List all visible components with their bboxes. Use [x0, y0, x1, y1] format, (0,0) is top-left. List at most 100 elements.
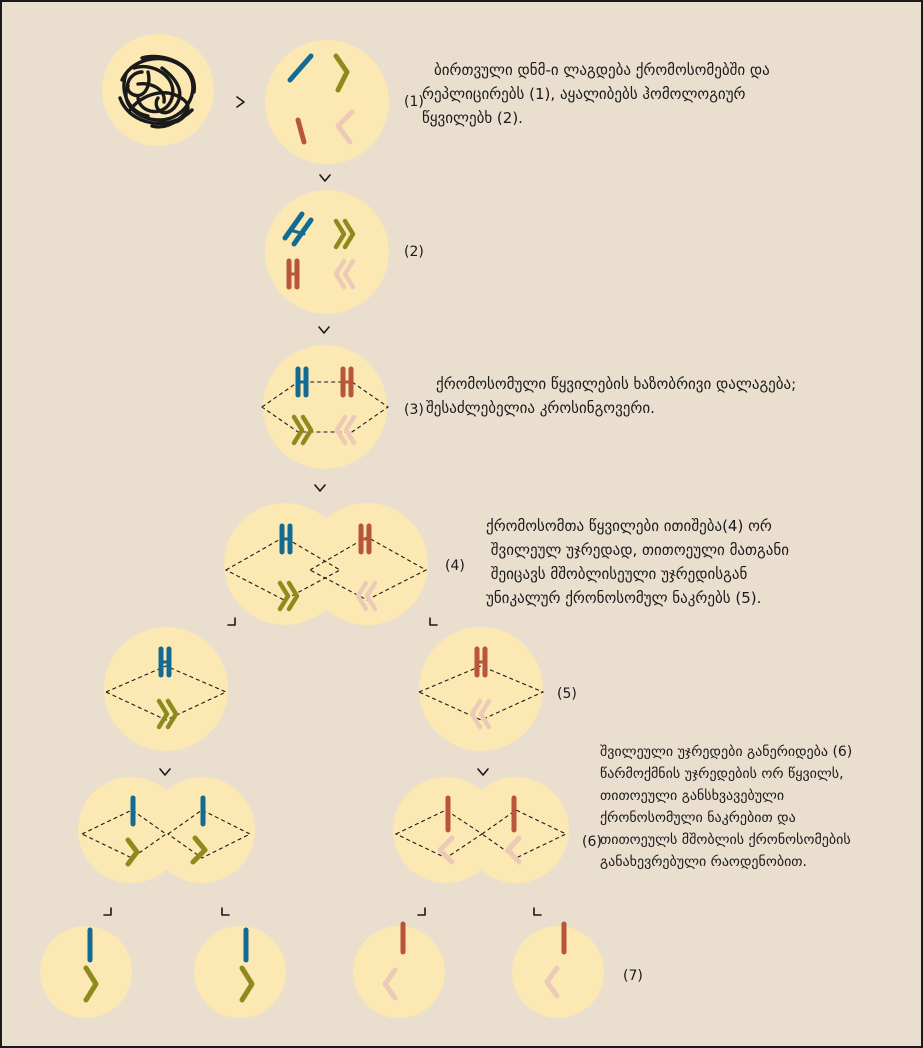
label-1: (1) [404, 94, 424, 110]
chromosomes-stage-6 [125, 795, 522, 867]
arrow-down-3 [314, 484, 326, 492]
cell-stage-4-right [306, 503, 428, 625]
olive-pair-stage-2 [333, 218, 356, 250]
spindle-stage-6-b [167, 809, 252, 859]
caption-1-line-2: რეპლიცირებს (1), აყალიბებს ჰომოლოგიურ [422, 85, 746, 103]
caption-1-line-3: წყვილებხ (2). [422, 109, 523, 127]
olive-pair-stage-5 [156, 698, 179, 730]
chromatin-strand-7 [154, 66, 182, 115]
arrow-down-5 [477, 768, 489, 776]
arrow-diag-6b-head [221, 907, 230, 916]
red-pair-stage-4 [358, 523, 372, 555]
pink-pair-stage-4-b [355, 580, 369, 612]
arrow-down-4 [159, 768, 171, 776]
spindle-stage-5-left [104, 665, 228, 721]
arrow-down-2 [318, 326, 330, 334]
pink-single-d [505, 835, 522, 865]
caption-4-line-2: შვილეულ უჯრედად, თითოეული მათგანი [486, 541, 789, 559]
cell-stage-5-left [104, 627, 228, 751]
arrow-down-4-head [159, 768, 171, 776]
label-3: (3) [404, 402, 424, 418]
olive-single-b [190, 835, 208, 865]
caption-3-line-1: ქრომოსომული წყვილების ხაზობრივი დალაგება… [436, 375, 797, 393]
olive-pair-stage-3-a [291, 414, 305, 446]
pink-pair-stage-4 [355, 580, 378, 612]
gamete-1-olive [83, 965, 99, 1003]
olive-pair-stage-4-b [286, 580, 300, 612]
pink-pair-stage-3-a [343, 414, 357, 446]
pink-pair-stage-2-b [333, 258, 347, 290]
blue-pair-stage-4 [279, 523, 293, 555]
arrow-diag-6b [221, 907, 230, 916]
cell-stage-2 [265, 190, 389, 314]
pink-pair-stage-5 [469, 698, 492, 730]
label-2: (2) [404, 244, 424, 260]
caption-3-line-2: შესაძლებელია კროსინგოვერი. [426, 399, 655, 417]
label-5: (5) [557, 686, 577, 702]
arrow-diag-right [429, 617, 438, 626]
chromatin-strand-8 [122, 72, 150, 118]
pink-single-c [437, 835, 455, 865]
arrow-down-1-head [319, 174, 331, 182]
label-6: (6) [582, 834, 602, 850]
cell-stage-6-b [149, 777, 255, 883]
chromosomes-stage-2 [282, 211, 314, 247]
arrow-to-replication [236, 96, 245, 108]
gamete-2 [194, 926, 286, 1018]
arrow-diag-left [227, 617, 236, 626]
arrow-diag-6c-head [417, 907, 426, 916]
caption-6-line-6: განახევრებული რაოდენობით. [600, 854, 807, 870]
caption-6-line-4: ქრონოსომული ნაკრებით და [600, 810, 796, 826]
gamete-4 [512, 926, 604, 1018]
blue-chromosome [287, 53, 314, 83]
pink-pair-stage-3-b [334, 414, 348, 446]
olive-pair-stage-4-a [277, 580, 291, 612]
pink-pair-stage-3 [334, 414, 357, 446]
red-pair-stage-2 [286, 258, 300, 290]
blue-pair-stage-5 [158, 646, 172, 678]
cell-stage-3 [263, 345, 387, 469]
arrow-diag-6a [103, 907, 112, 916]
pink-pair-stage-2-a [342, 258, 356, 290]
arrow-diag-6d [533, 907, 542, 916]
gamete-3 [353, 926, 445, 1018]
arrow-diag-left-head [227, 617, 236, 626]
cell-stage-5-right [419, 627, 543, 751]
olive-pair-stage-5-a [156, 698, 170, 730]
caption-6-line-2: წარმოქმნის უჯრედების ორ წყვილს, [600, 766, 844, 782]
red-chromosome [295, 117, 307, 145]
label-7: (7) [623, 968, 643, 984]
blue-pair-b [291, 217, 314, 247]
caption-4-line-3: შეიცავს მშობლისეული უჯრედისგან [486, 565, 748, 583]
olive-pair-stage-5-b [165, 698, 179, 730]
label-4: (4) [445, 558, 465, 574]
chromatin-strand-2 [132, 65, 175, 114]
spindle-stage-6-a [80, 809, 167, 859]
arrow-diag-6a-head [103, 907, 112, 916]
olive-chromosome [333, 53, 350, 93]
caption-4-line-1: ქრომოსომთა წყვილები ითიშება(4) ორ [486, 517, 772, 535]
chromatin-strand-10 [136, 82, 166, 104]
caption-6-line-3: თითოეული განსხვავებული [600, 788, 785, 804]
pink-chromosome [335, 109, 355, 145]
gamete-4-pink [544, 965, 560, 999]
spindle-stage-5-right [417, 665, 545, 721]
pink-pair-stage-5-b [469, 698, 483, 730]
caption-6-line-1: შვილეული უჯრედები განერიდება (6) [600, 744, 853, 760]
olive-pair-stage-3 [291, 414, 314, 446]
blue-pair-bridge [288, 228, 306, 236]
arrow-diag-right-head [429, 617, 438, 626]
arrow-down-1 [319, 174, 331, 182]
arrow-diag-6c [417, 907, 426, 916]
caption-1-line-1: ბირთვული დნმ-ი ლაგდება ქრომოსომებში და [434, 61, 770, 79]
red-pair-stage-3 [340, 366, 354, 398]
arrow-diag-6d-head [533, 907, 542, 916]
caption-6-line-5: თითოეულს მშობლის ქრონოსომების [600, 832, 851, 848]
arrow-to-replication-head [236, 96, 245, 108]
chromatin-tangle [118, 54, 196, 129]
arrow-down-3-head [314, 484, 326, 492]
arrow-down-2-head [318, 326, 330, 334]
pink-pair-stage-5-a [478, 698, 492, 730]
